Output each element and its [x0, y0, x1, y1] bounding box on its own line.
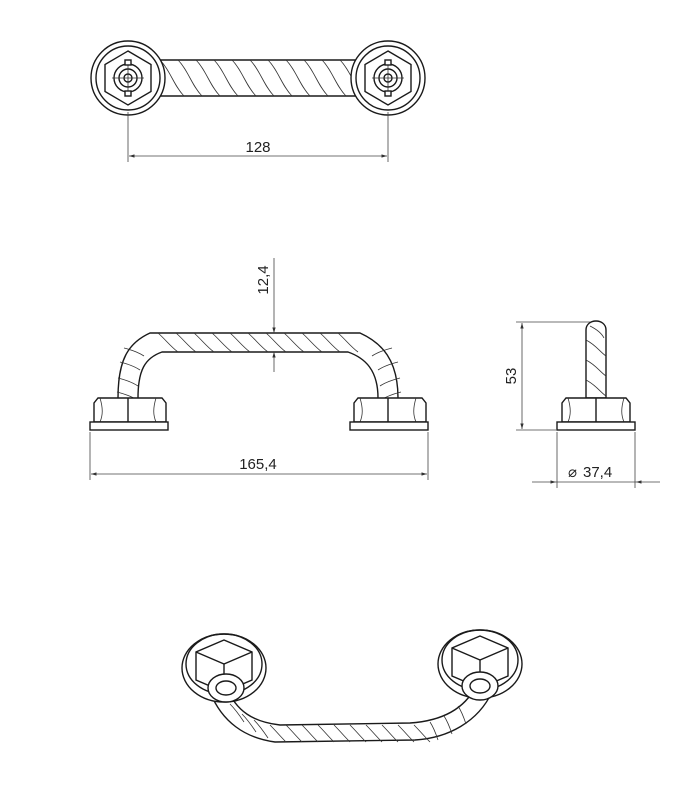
- side-base: [556, 397, 636, 431]
- rope-twist: [285, 724, 303, 743]
- rope-twist: [231, 59, 257, 97]
- dim-height: 53: [503, 321, 590, 431]
- right-rosette-perspective: [437, 629, 523, 701]
- left-rosette-top: [90, 40, 166, 116]
- perspective-rope: [209, 685, 493, 743]
- rope-twist: [241, 713, 257, 733]
- rope-twist: [229, 703, 245, 723]
- rope-twist: [429, 721, 439, 741]
- rope-twist: [213, 59, 239, 97]
- dim-base-diameter-label: 37,4: [583, 464, 612, 481]
- dim-base-diameter: ⌀ 37,4: [532, 432, 660, 488]
- dim-center-distance: 128: [127, 112, 389, 162]
- rope-twist: [381, 724, 399, 743]
- rope-twist: [211, 332, 233, 353]
- rope-twist: [123, 347, 145, 357]
- rope-twist: [285, 59, 311, 97]
- front-view: 12,4 165,4: [89, 258, 429, 480]
- dim-overall-length: 165,4: [89, 432, 429, 480]
- dim-overall-length-label: 165,4: [239, 456, 277, 473]
- rope-twist: [175, 332, 197, 353]
- rope-twist: [249, 59, 275, 97]
- rope-twist: [265, 332, 287, 353]
- rope-twist: [397, 724, 415, 743]
- rope-twist: [229, 332, 251, 353]
- rope-twist: [377, 361, 399, 371]
- rope-twist: [443, 715, 453, 735]
- rope-twist: [321, 59, 347, 97]
- dim-rope-thickness: 12,4: [255, 258, 276, 372]
- side-view: 53 ⌀ 37,4: [503, 320, 660, 488]
- left-base-front: [89, 397, 169, 431]
- top-view: 128: [90, 40, 426, 162]
- rope-twist: [379, 377, 401, 387]
- rope-twist: [157, 332, 179, 353]
- rope-twist: [365, 724, 383, 743]
- diameter-symbol: ⌀: [568, 464, 577, 481]
- front-rope: [116, 332, 402, 401]
- side-rope: [585, 320, 607, 399]
- rope-twist: [117, 377, 139, 387]
- rope-twist: [253, 719, 269, 739]
- top-rope: [149, 59, 383, 97]
- rope-twist: [195, 59, 221, 97]
- dim-rope-thickness-label: 12,4: [255, 265, 272, 294]
- right-base-front: [349, 397, 429, 431]
- right-rosette-top: [350, 40, 426, 116]
- rope-twist: [301, 332, 323, 353]
- rope-twist: [193, 332, 215, 353]
- rope-twist: [317, 724, 335, 743]
- rope-twist: [119, 361, 141, 371]
- dim-height-label: 53: [503, 368, 520, 385]
- rope-twist: [283, 332, 305, 353]
- rope-twist: [303, 59, 329, 97]
- rope-twist: [333, 724, 351, 743]
- rope-twist: [457, 705, 467, 725]
- rope-twist: [269, 724, 287, 743]
- dim-center-distance-label: 128: [245, 139, 270, 156]
- rope-twist: [267, 59, 293, 97]
- rope-twist: [349, 724, 367, 743]
- rope-twist: [413, 724, 431, 743]
- rope-twist: [371, 347, 393, 357]
- rope-twist: [319, 332, 341, 353]
- left-rosette-perspective: [181, 633, 267, 703]
- rope-twist: [301, 724, 319, 743]
- rope-twist: [177, 59, 203, 97]
- rope-twist: [337, 332, 359, 353]
- rope-twist: [247, 332, 269, 353]
- perspective-view: [181, 629, 523, 743]
